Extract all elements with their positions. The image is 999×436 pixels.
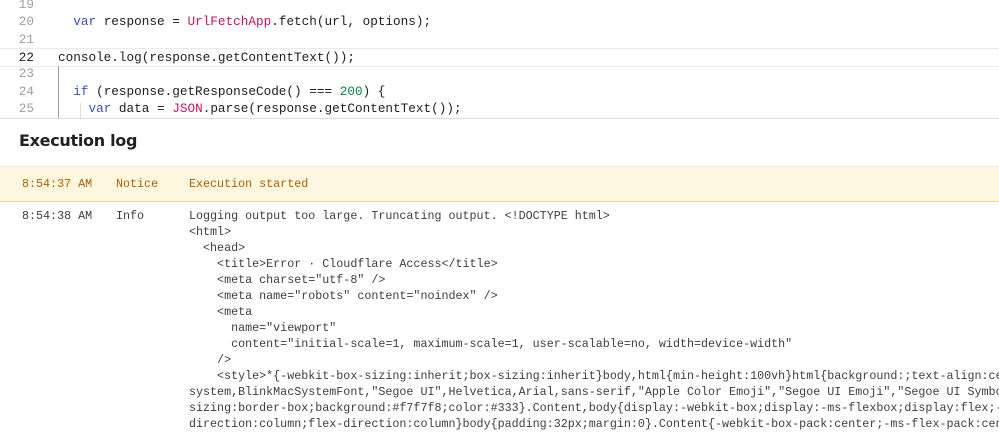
code-token: JSON <box>172 100 203 116</box>
code-token: (response.getResponseCode() === <box>88 83 340 99</box>
line-number: 22 <box>18 49 34 65</box>
code-token: if <box>73 83 89 99</box>
log-level: Info <box>116 209 145 223</box>
code-token: var <box>73 14 97 30</box>
log-message: Execution started <box>189 177 309 191</box>
code-token: data = <box>111 100 173 116</box>
code-token: response = <box>96 14 188 30</box>
log-message-line: Logging output too large. Truncating out… <box>189 209 610 223</box>
line-number: 21 <box>18 31 34 47</box>
code-line[interactable]: 21 <box>0 31 999 48</box>
code-line[interactable]: 24 if (response.getResponseCode() === 20… <box>0 83 999 100</box>
code-token: UrlFetchApp <box>187 14 272 30</box>
code-token: 200 <box>339 83 363 99</box>
line-number: 20 <box>18 14 34 30</box>
log-message-line: name="viewport" <box>189 321 337 335</box>
code-token <box>58 101 88 116</box>
log-entry-notice: 8:54:37 AM Notice Execution started <box>0 166 999 202</box>
line-number: 19 <box>18 0 34 12</box>
log-message-line: sizing:border-box;background:#f7f7f8;col… <box>189 401 999 415</box>
code-text: console.log(response.getContentText()); <box>58 49 355 66</box>
log-entry-info: 8:54:38 AM Info Logging output too large… <box>0 201 999 436</box>
line-number: 23 <box>18 66 34 82</box>
log-message-line: <html> <box>189 225 232 239</box>
log-level: Notice <box>116 177 159 191</box>
log-message-line: content="initial-scale=1, maximum-scale=… <box>189 337 793 351</box>
code-token: ) { <box>362 83 386 99</box>
code-line[interactable]: 20 var response = UrlFetchApp.fetch(url,… <box>0 13 999 30</box>
log-message-line: /> <box>189 353 232 367</box>
line-number: 25 <box>18 100 34 116</box>
indent-guide <box>58 66 59 118</box>
code-line[interactable]: 19 <box>0 0 999 13</box>
log-message-line: <meta name="robots" content="noindex" /> <box>189 289 498 303</box>
code-line[interactable]: 23 <box>0 65 999 82</box>
line-number: 24 <box>18 83 34 99</box>
log-message-line: <title>Error · Cloudflare Access</title> <box>189 257 498 271</box>
code-token: console.log(response.getContentText()); <box>58 49 355 65</box>
log-message-line: system,BlinkMacSystemFont,"Segoe UI",Hel… <box>189 385 999 399</box>
log-message-line: <head> <box>189 241 246 255</box>
code-line[interactable]: 22 console.log(response.getContentText())… <box>0 47 999 67</box>
log-message-line: <style>*{-webkit-box-sizing:inherit;box-… <box>189 369 999 383</box>
log-message: Logging output too large. Truncating out… <box>189 208 999 432</box>
log-message-line: <meta <box>189 305 253 319</box>
code-token: .parse(response.getContentText()); <box>202 100 462 116</box>
code-text: var data = JSON.parse(response.getConten… <box>58 100 462 117</box>
code-token <box>58 14 73 29</box>
execution-log-title: Execution log <box>19 131 138 150</box>
code-text: var response = UrlFetchApp.fetch(url, op… <box>58 13 431 30</box>
code-text: if (response.getResponseCode() === 200) … <box>58 83 385 100</box>
code-token: .fetch(url, options); <box>271 14 432 30</box>
log-time: 8:54:38 AM <box>22 209 93 223</box>
code-token <box>58 84 73 99</box>
code-token: var <box>88 100 112 116</box>
log-message-line: <meta charset="utf-8" /> <box>189 273 386 287</box>
code-line[interactable]: 25 var data = JSON.parse(response.getCon… <box>0 100 999 117</box>
indent-guide <box>80 103 81 118</box>
log-time: 8:54:37 AM <box>22 177 93 191</box>
log-message-line: direction:column;flex-direction:column}b… <box>189 417 999 431</box>
